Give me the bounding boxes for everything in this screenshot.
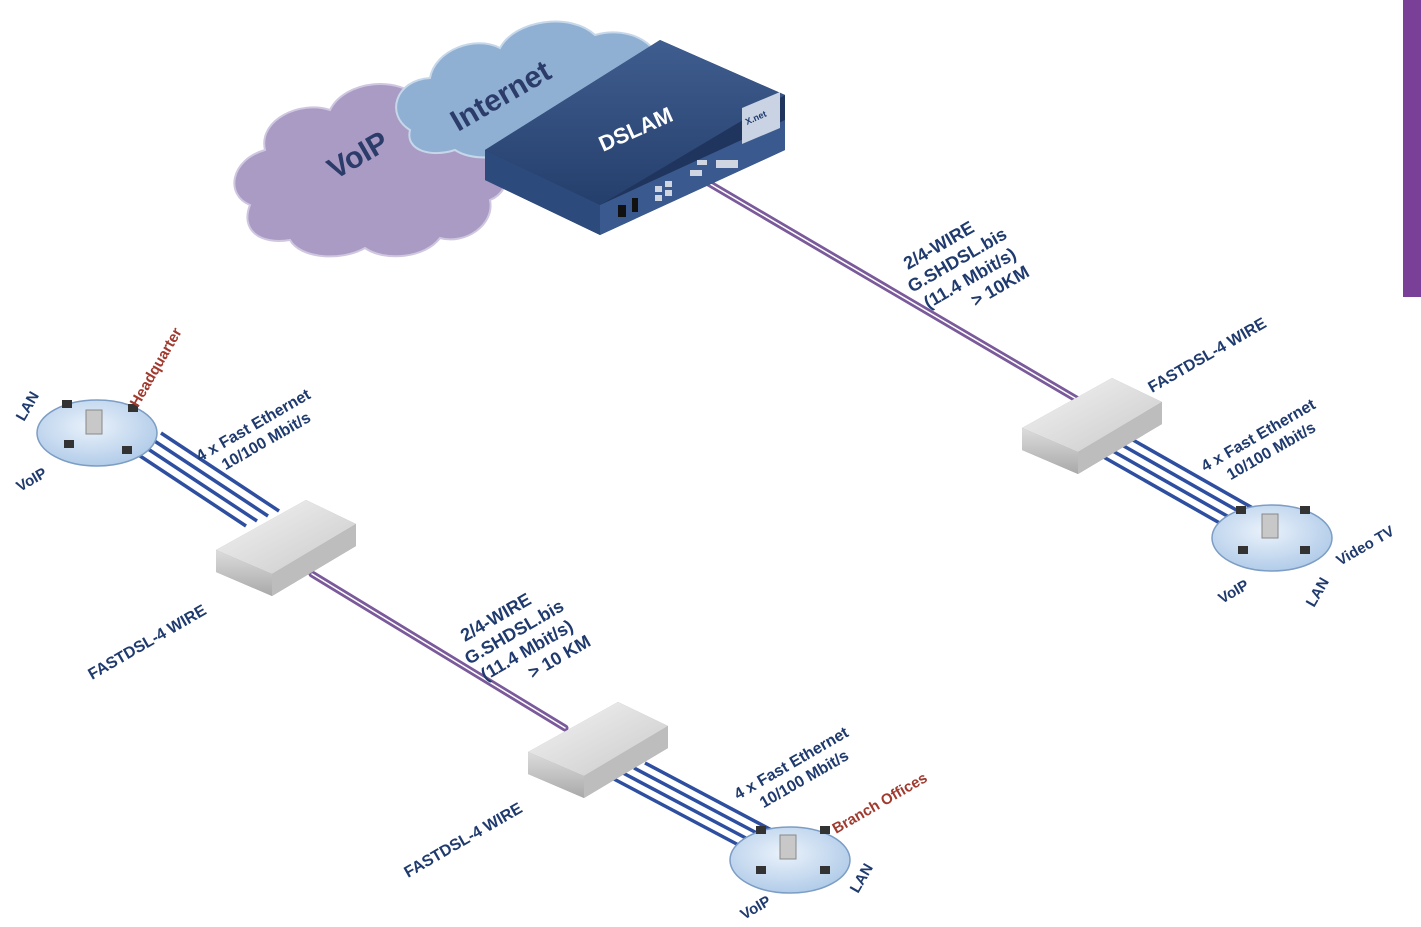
ethernet-branch-label: 4 x Fast Ethernet 10/100 Mbit/s bbox=[732, 724, 853, 812]
ethernet-bundle-hq bbox=[127, 431, 280, 528]
dslam-device bbox=[485, 40, 785, 235]
site-hq-lan: LAN bbox=[13, 389, 43, 424]
modem-right-label: FASTDSL-4 WIRE bbox=[1146, 315, 1270, 397]
site-branch-title: Branch Offices bbox=[830, 769, 931, 837]
site-disc-branch bbox=[729, 826, 851, 894]
site-disc-right bbox=[1211, 504, 1333, 572]
trunk-main-label: 2/4-WIRE G.SHDSL.bis (11.4 Mbit/s) > 10K… bbox=[900, 217, 1033, 312]
site-right-voip: VoIP bbox=[1216, 577, 1252, 608]
trunk-line-branch bbox=[308, 570, 569, 732]
modem-bottom bbox=[528, 702, 668, 798]
site-branch-lan: LAN bbox=[847, 861, 877, 896]
side-accent-tab bbox=[1403, 0, 1421, 297]
trunk-line-main bbox=[696, 174, 1082, 404]
site-branch-voip: VoIP bbox=[738, 893, 774, 924]
ethernet-bundle-branch bbox=[611, 761, 782, 852]
ethernet-bundle-right bbox=[1099, 438, 1266, 532]
site-right-lan: LAN bbox=[1303, 575, 1333, 610]
modem-right bbox=[1022, 378, 1162, 474]
trunk-branch-label: 2/4-WIRE G.SHDSL.bis (11.4 Mbit/s) > 10 … bbox=[457, 589, 594, 684]
modem-left bbox=[216, 500, 356, 596]
site-right-video: Video TV bbox=[1334, 523, 1398, 570]
site-hq-voip: VoIP bbox=[14, 465, 50, 496]
site-hq-title: Headquarter bbox=[127, 325, 186, 410]
modem-left-label: FASTDSL-4 WIRE bbox=[86, 602, 210, 684]
site-disc-hq bbox=[36, 399, 158, 467]
modem-bottom-label: FASTDSL-4 WIRE bbox=[402, 800, 526, 882]
ethernet-right-label: 4 x Fast Ethernet 10/100 Mbit/s bbox=[1199, 396, 1320, 484]
